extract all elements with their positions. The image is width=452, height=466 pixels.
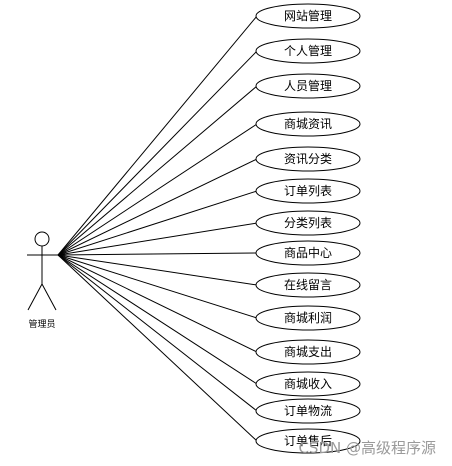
use-case-label: 在线留言: [284, 278, 332, 292]
use-case-list: 网站管理个人管理人员管理商城资讯资讯分类订单列表分类列表商品中心在线留言商城利润…: [255, 3, 361, 454]
use-case-label: 个人管理: [284, 43, 332, 58]
use-case-ellipse: [255, 3, 361, 29]
association-line: [57, 50, 258, 256]
use-case-ellipse: [255, 339, 361, 365]
association-line: [57, 254, 258, 319]
use-case: 分类列表: [255, 210, 361, 236]
use-case-label: 商城资讯: [284, 116, 332, 131]
use-case-label: 商品中心: [284, 245, 332, 260]
actor-figure: [27, 231, 58, 311]
actor-head: [34, 231, 50, 247]
use-case-ellipse: [255, 371, 361, 397]
actor-leg-left: [27, 283, 43, 311]
association-line: [57, 254, 258, 385]
use-case: 商城收入: [255, 371, 361, 397]
use-case-label: 网站管理: [284, 8, 332, 23]
use-case: 人员管理: [255, 73, 361, 99]
watermark-text: CSDN @高级程序源: [298, 439, 436, 457]
use-case: 商城利润: [255, 305, 361, 331]
use-case-label: 订单列表: [284, 184, 332, 198]
association-line: [57, 190, 258, 256]
use-case-ellipse: [255, 210, 361, 236]
association-line: [57, 15, 258, 256]
use-case-label: 订单物流: [284, 404, 332, 418]
use-case: 网站管理: [255, 3, 361, 29]
use-case-ellipse: [255, 305, 361, 331]
use-case: 商品中心: [255, 240, 361, 266]
association-line: [57, 123, 258, 256]
association-line: [57, 222, 258, 256]
use-case: 订单列表: [255, 178, 361, 204]
actor-label: 管理员: [28, 318, 55, 330]
use-case-ellipse: [255, 240, 361, 266]
association-line: [57, 254, 258, 412]
use-case-label: 商城收入: [284, 376, 332, 391]
use-case-label: 资讯分类: [284, 152, 332, 166]
use-case-ellipse: [255, 146, 361, 172]
use-case: 订单售后: [255, 428, 361, 454]
use-case-label: 人员管理: [284, 78, 332, 93]
association-line: [57, 252, 258, 256]
use-case-ellipse: [255, 272, 361, 298]
use-case: 在线留言: [255, 272, 361, 298]
use-case: 订单物流: [255, 398, 361, 424]
use-case-label: 商城利润: [284, 310, 332, 325]
association-line: [57, 85, 258, 256]
use-case-ellipse: [255, 73, 361, 99]
use-case-label: 商城支出: [284, 344, 332, 359]
association-line: [57, 158, 258, 256]
use-case-label: 订单售后: [284, 433, 332, 448]
use-case: 个人管理: [255, 38, 361, 64]
use-case: 商城支出: [255, 339, 361, 365]
use-case-ellipse: [255, 38, 361, 64]
use-case-label: 分类列表: [284, 216, 332, 230]
actor-leg-right: [41, 283, 57, 311]
use-case: 资讯分类: [255, 146, 361, 172]
use-case-ellipse: [255, 428, 361, 454]
association-line: [57, 254, 258, 442]
use-case-ellipse: [255, 111, 361, 137]
association-line: [57, 254, 258, 286]
use-case-ellipse: [255, 398, 361, 424]
use-case-ellipse: [255, 178, 361, 204]
association-line: [57, 254, 258, 353]
association-lines: [57, 15, 258, 442]
use-case: 商城资讯: [255, 111, 361, 137]
